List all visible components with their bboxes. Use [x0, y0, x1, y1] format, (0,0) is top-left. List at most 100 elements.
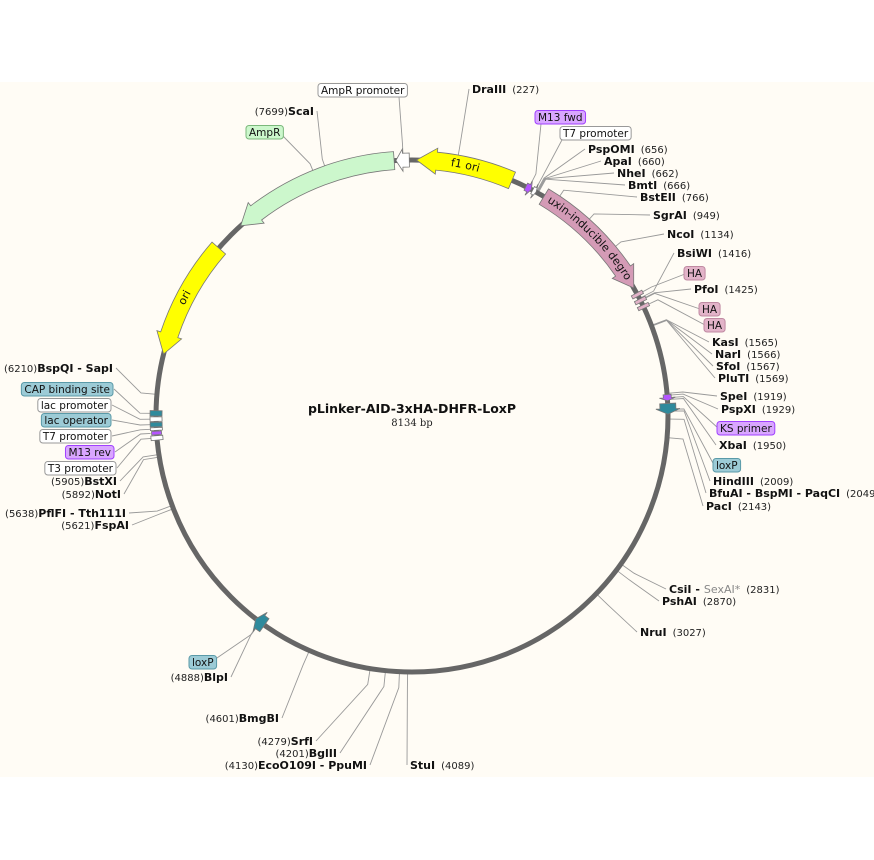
- site-pfoi[interactable]: PfoI(1425): [694, 283, 758, 296]
- site-nhei[interactable]: NheI(662): [617, 167, 679, 180]
- ampr-label[interactable]: AmpR: [245, 125, 284, 140]
- ha-3-feature[interactable]: [636, 301, 651, 312]
- site-pshai[interactable]: PshAI(2870): [662, 595, 736, 608]
- t7-promoter-right-feature[interactable]: [530, 183, 539, 199]
- site-paci[interactable]: PacI(2143): [706, 500, 771, 513]
- leader-line: [114, 432, 151, 453]
- ha-2-label[interactable]: HA: [698, 302, 721, 317]
- ha-3-label[interactable]: HA: [703, 318, 726, 333]
- site-bstxi[interactable]: (5905)BstXI: [51, 475, 117, 488]
- site-name: BsiWI: [677, 247, 712, 260]
- ks-primer-feature[interactable]: [659, 393, 676, 402]
- ampr-promoter-label-text: AmpR promoter: [321, 85, 405, 97]
- site-pflfi-tth111i[interactable]: (5638)PflFI - Tth111I: [5, 507, 126, 520]
- cap-binding-site-feature[interactable]: [149, 410, 163, 417]
- cap-binding-site-label[interactable]: CAP binding site: [20, 382, 114, 397]
- leader-line: [617, 570, 660, 602]
- lac-operator-feature[interactable]: [149, 421, 163, 428]
- ori-feature[interactable]: [156, 241, 227, 355]
- loxp-right-feature[interactable]: [655, 402, 681, 415]
- site-draiii[interactable]: DraIII(227): [472, 83, 539, 96]
- site-position: 4888: [175, 673, 200, 684]
- site-bmti[interactable]: BmtI(666): [628, 179, 690, 192]
- loxp-bottom-label[interactable]: loxP: [188, 655, 218, 670]
- ks-primer-label[interactable]: KS primer: [716, 421, 776, 436]
- site-fspai[interactable]: (5621)FspAI: [61, 519, 129, 532]
- ks-primer-label-box: [716, 421, 776, 436]
- leader-line: [537, 137, 564, 187]
- ampr-promoter-label[interactable]: AmpR promoter: [317, 83, 408, 98]
- m13-fwd-feature[interactable]: [523, 180, 533, 196]
- ori-arrow-label: ori: [175, 288, 193, 307]
- t7-promoter-right-label[interactable]: T7 promoter: [559, 126, 632, 141]
- site-kasi[interactable]: KasI(1565): [712, 336, 778, 349]
- site-ecoo109i-ppumi[interactable]: (4130)EcoO109I - PpuMI: [225, 759, 367, 772]
- cap-binding-site-label-text: CAP binding site: [24, 384, 110, 396]
- t7-promoter-left-feature[interactable]: [149, 426, 163, 432]
- m13-fwd-label[interactable]: M13 fwd: [534, 110, 587, 125]
- site-nari[interactable]: NarI(1566): [715, 348, 781, 361]
- site-stui[interactable]: StuI(4089): [410, 759, 474, 772]
- m13-rev-feature[interactable]: [151, 430, 163, 436]
- site-position: 666: [667, 181, 686, 192]
- lac-promoter-label-text: lac promoter: [41, 400, 109, 412]
- site-name: BstXI: [84, 475, 117, 488]
- site-pspxi[interactable]: PspXI(1929): [721, 403, 795, 416]
- lac-operator-label[interactable]: lac operator: [40, 413, 112, 428]
- t7-promoter-left-label[interactable]: T7 promoter: [39, 429, 112, 444]
- lac-promoter-label[interactable]: lac promoter: [37, 398, 112, 413]
- leader-line: [339, 672, 386, 754]
- site-name: PacI: [706, 500, 732, 513]
- site-name: PflFI - Tth111I: [38, 507, 126, 520]
- site-apai[interactable]: ApaI(660): [604, 155, 665, 168]
- t3-promoter-feature[interactable]: [150, 434, 164, 442]
- site-ncoi[interactable]: NcoI(1134): [667, 228, 734, 241]
- f1-ori-feature[interactable]: [415, 147, 517, 190]
- loxp-right-label[interactable]: loxP: [712, 458, 742, 473]
- lac-promoter-feature[interactable]: [149, 416, 163, 422]
- site-bglii[interactable]: (4201)BglII: [276, 747, 337, 760]
- site-blpi[interactable]: (4888)BlpI: [171, 671, 228, 684]
- site-hindiii[interactable]: HindIII(2009): [713, 475, 793, 488]
- ampr-promoter-feature[interactable]: [395, 147, 410, 173]
- leader-line: [369, 673, 400, 766]
- site-pluti[interactable]: PluTI(1569): [718, 372, 789, 385]
- site-name: HindIII: [713, 475, 754, 488]
- t3-promoter-label[interactable]: T3 promoter: [44, 461, 117, 476]
- site-noti[interactable]: (5892)NotI: [62, 488, 121, 501]
- auxin-inducible-degron-feature[interactable]: [538, 188, 635, 289]
- site-position: 660: [642, 157, 661, 168]
- m13-rev-label[interactable]: M13 rev: [64, 445, 115, 460]
- ampr-feature[interactable]: [240, 151, 396, 227]
- site-bsiwi[interactable]: BsiWI(1416): [677, 247, 751, 260]
- loxp-bottom-feature[interactable]: [252, 612, 270, 633]
- leader-line: [116, 437, 152, 469]
- m13-fwd-label-text: M13 fwd: [538, 112, 583, 124]
- leader-line: [645, 292, 701, 310]
- site-srfi[interactable]: (4279)SrfI: [258, 735, 314, 748]
- site-sfoi[interactable]: SfoI(1567): [716, 360, 780, 373]
- leader-line: [641, 288, 692, 300]
- ha-1-feature[interactable]: [630, 289, 645, 300]
- site-csii[interactable]: CsiI -SexAI*(2831): [669, 583, 780, 596]
- site-xbai[interactable]: XbaI(1950): [719, 439, 786, 452]
- site-bfuai-bspmi-paqci[interactable]: BfuAI - BspMI - PaqCI(2049): [709, 487, 874, 500]
- leader-line: [653, 319, 716, 379]
- site-nrui[interactable]: NruI(3027): [640, 626, 706, 639]
- ha-1-label[interactable]: HA: [683, 266, 706, 281]
- site-scai[interactable]: (7699)ScaI: [255, 105, 314, 118]
- site-name: BspQI - SapI: [37, 362, 113, 375]
- site-bspqi-sapi[interactable]: (6210)BspQI - SapI: [4, 362, 113, 375]
- site-position: 1929: [766, 405, 791, 416]
- site-bsteii[interactable]: BstEII(766): [640, 191, 709, 204]
- leader-line: [111, 428, 151, 437]
- site-spei[interactable]: SpeI(1919): [720, 390, 787, 403]
- loxp-bottom-label-text: loxP: [192, 657, 214, 669]
- ha-2-feature[interactable]: [633, 295, 648, 306]
- site-bmgbi[interactable]: (4601)BmgBI: [206, 712, 279, 725]
- ha-3-label-text: HA: [707, 320, 723, 332]
- site-sgrai[interactable]: SgrAI(949): [653, 209, 720, 222]
- site-pspomi[interactable]: PspOMI(656): [588, 143, 668, 156]
- ampr-promoter-label-box: [317, 83, 408, 98]
